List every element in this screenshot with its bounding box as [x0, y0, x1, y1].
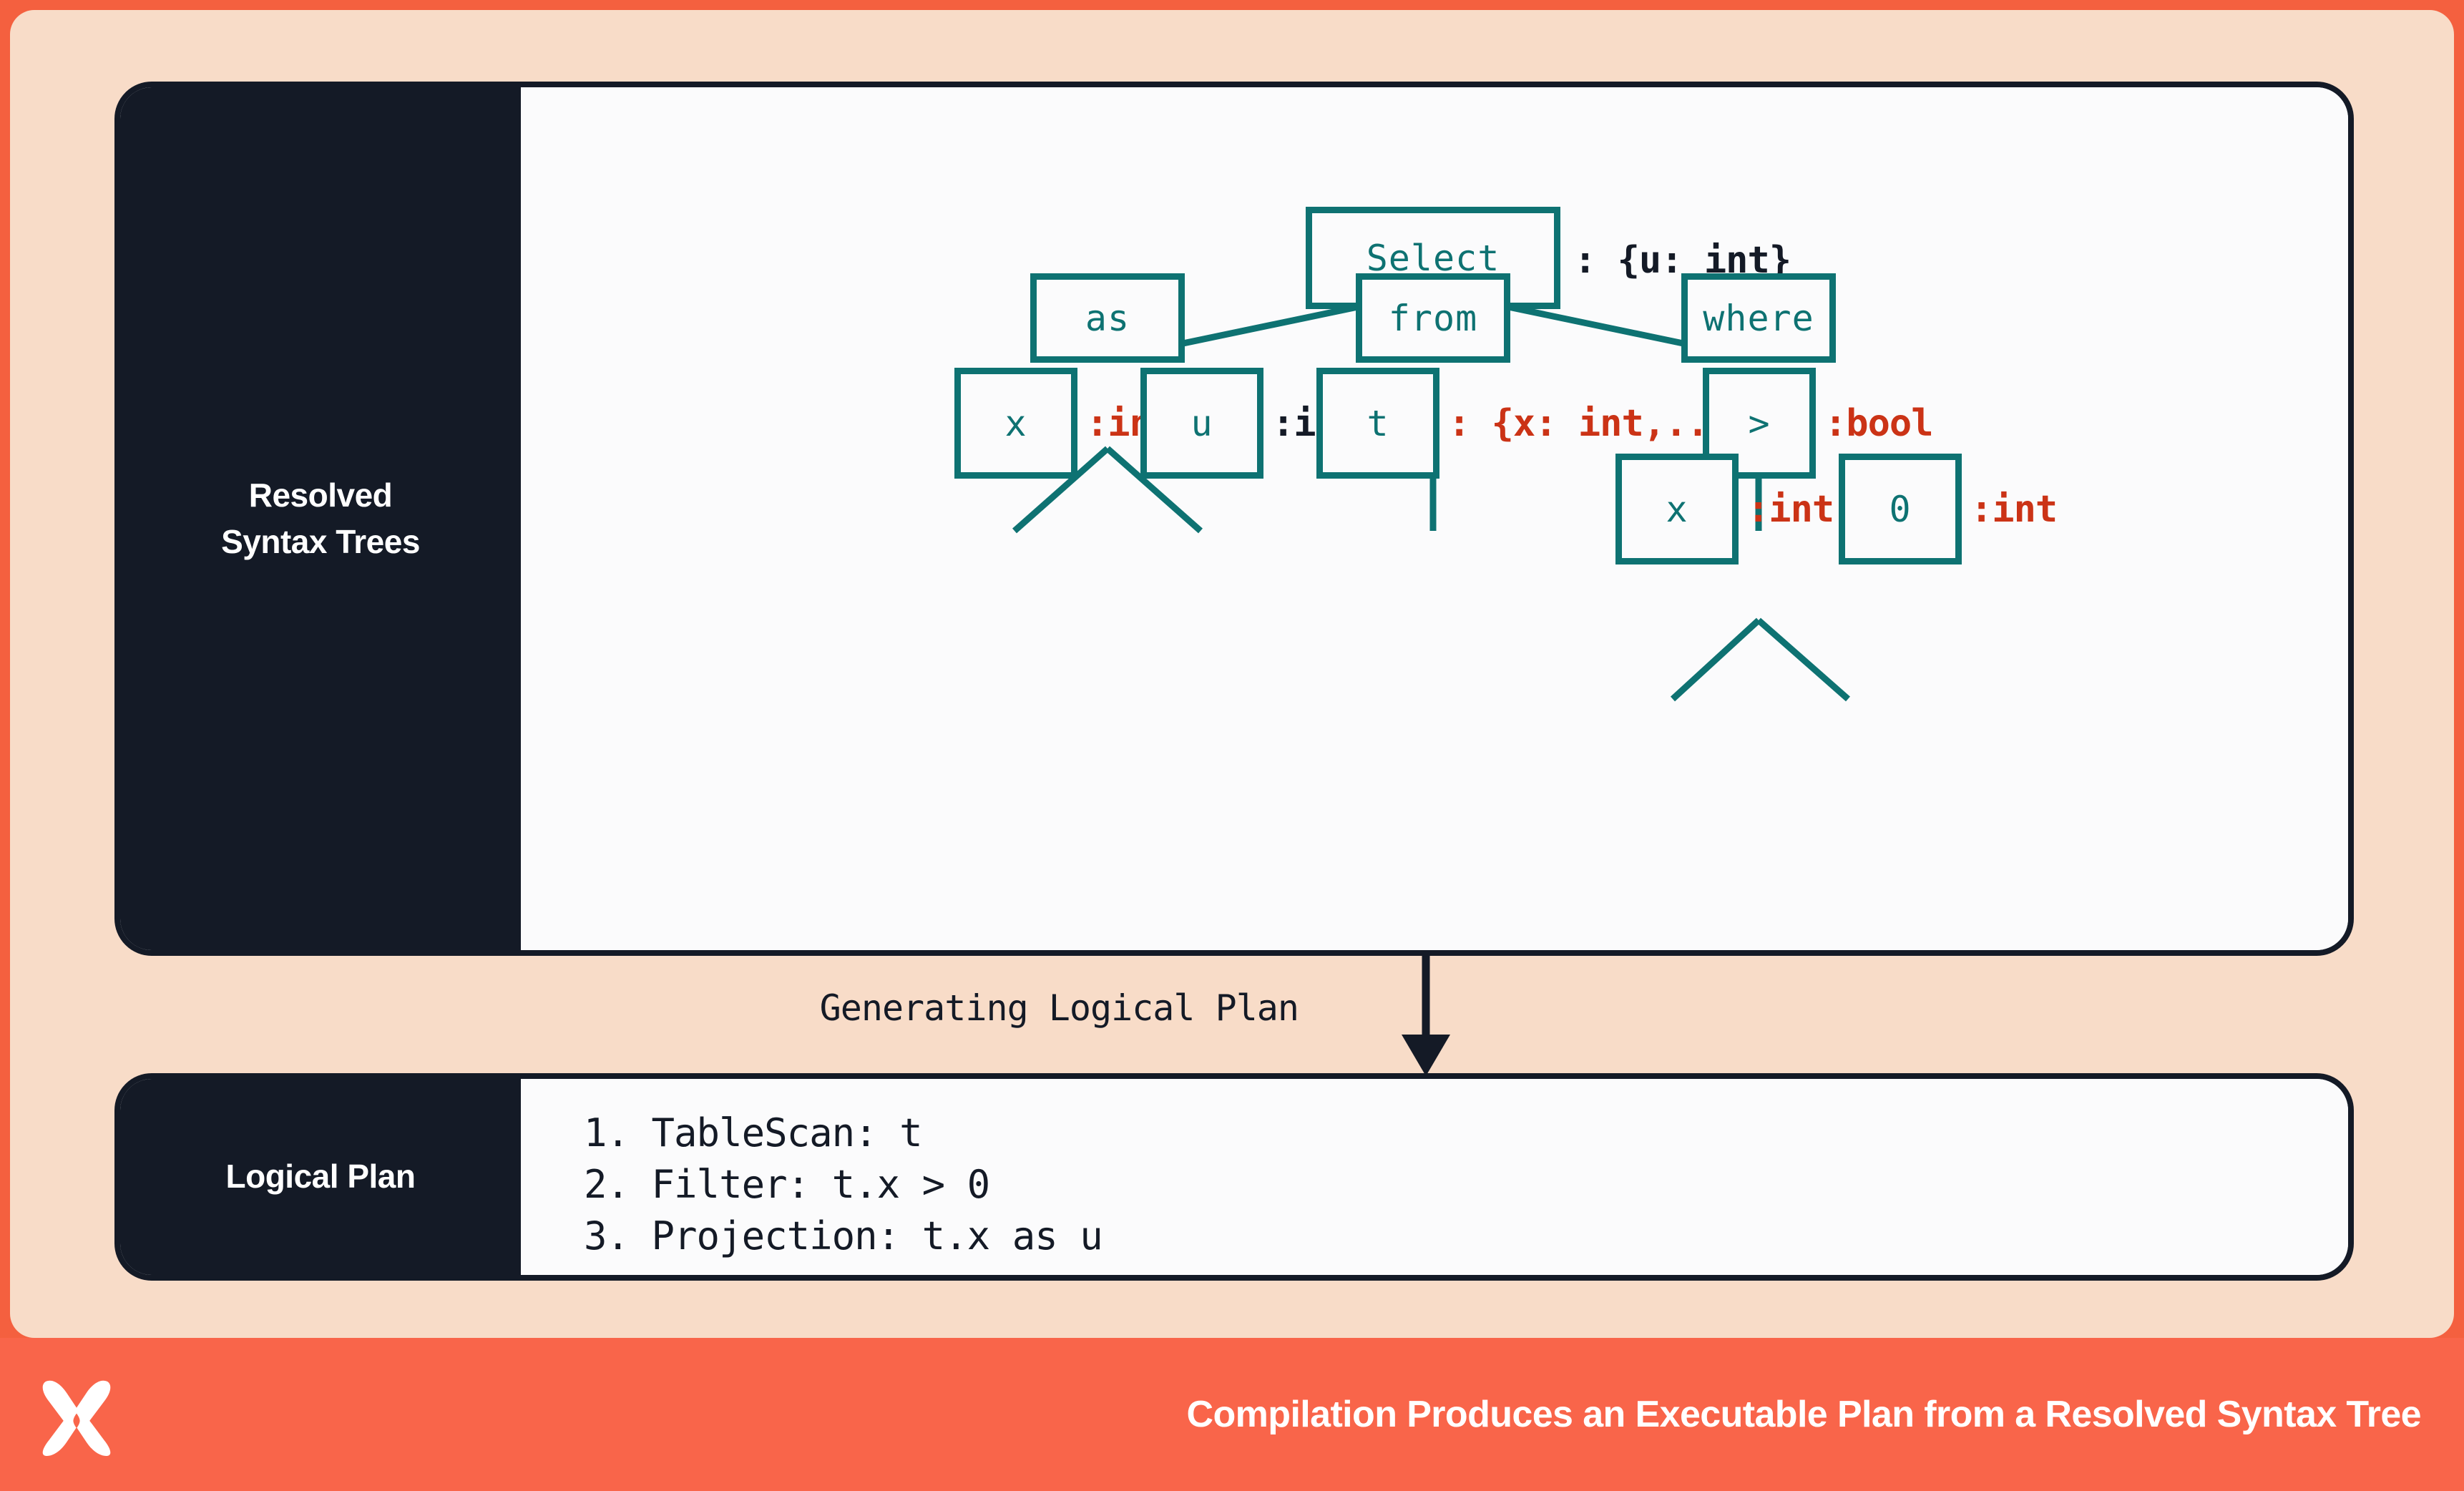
tree-node-as-label: as: [1085, 297, 1130, 339]
x-logo-icon: [42, 1380, 111, 1456]
tree-annotation-gt-x: :int: [1747, 488, 1834, 531]
tree-node-from-label: from: [1388, 297, 1478, 339]
rst-sidebar-label: Resolved Syntax Trees: [221, 472, 420, 566]
lp-sidebar: Logical Plan: [120, 1079, 521, 1275]
tree-node-as-u-label: u: [1191, 402, 1213, 444]
tree-annotation-greater-than: :bool: [1824, 402, 1934, 445]
rst-body: Select : {u: int} as from where x :int: [521, 87, 2348, 950]
list-item: 1. TableScan: t: [584, 1110, 923, 1155]
list-item: 3. Projection: t.x as u: [584, 1213, 1103, 1258]
transition-label: Generating Logical Plan: [819, 987, 1299, 1029]
footer-caption: Compilation Produces an Executable Plan …: [1186, 1394, 2422, 1435]
tree-node-from-t[interactable]: t: [1316, 368, 1439, 479]
tree-node-greater-than-label: >: [1748, 402, 1771, 444]
tree-node-gt-x-label: x: [1666, 488, 1688, 530]
logical-plan-step-list: 1. TableScan: t 2. Filter: t.x > 0 3. Pr…: [584, 1108, 1103, 1261]
lp-body: 1. TableScan: t 2. Filter: t.x > 0 3. Pr…: [521, 1079, 2348, 1275]
tree-annotation-gt-zero: :int: [1970, 488, 2058, 531]
page-canvas: Resolved Syntax Trees: [10, 10, 2454, 1338]
tree-node-as-u[interactable]: u: [1140, 368, 1263, 479]
transition-arrow-icon: [1402, 956, 1450, 1076]
footer-bar: Compilation Produces an Executable Plan …: [0, 1338, 2464, 1491]
transition-zone: Generating Logical Plan: [114, 956, 2354, 1076]
rst-label-line-1: Resolved: [248, 476, 393, 514]
lp-sidebar-label: Logical Plan: [225, 1158, 416, 1196]
tree-node-from[interactable]: from: [1356, 273, 1510, 363]
tree-node-as[interactable]: as: [1030, 273, 1185, 363]
tree-node-as-x[interactable]: x: [954, 368, 1077, 479]
tree-annotation-from-t: : {x: int,...}: [1448, 402, 1752, 445]
tree-node-where[interactable]: where: [1681, 273, 1836, 363]
rst-sidebar: Resolved Syntax Trees: [120, 87, 521, 950]
tree-node-select-label: Select: [1366, 237, 1500, 279]
tree-node-as-x-label: x: [1004, 402, 1027, 444]
tree-node-gt-zero-label: 0: [1889, 488, 1912, 530]
list-item: 2. Filter: t.x > 0: [584, 1161, 990, 1207]
tree-node-from-t-label: t: [1367, 402, 1389, 444]
tree-node-gt-x[interactable]: x: [1615, 454, 1739, 564]
tree-node-where-label: where: [1703, 297, 1814, 339]
resolved-syntax-trees-card: Resolved Syntax Trees: [114, 82, 2354, 956]
tree-node-gt-zero[interactable]: 0: [1839, 454, 1962, 564]
rst-label-line-2: Syntax Trees: [221, 523, 420, 560]
logical-plan-card: Logical Plan 1. TableScan: t 2. Filter: …: [114, 1073, 2354, 1281]
